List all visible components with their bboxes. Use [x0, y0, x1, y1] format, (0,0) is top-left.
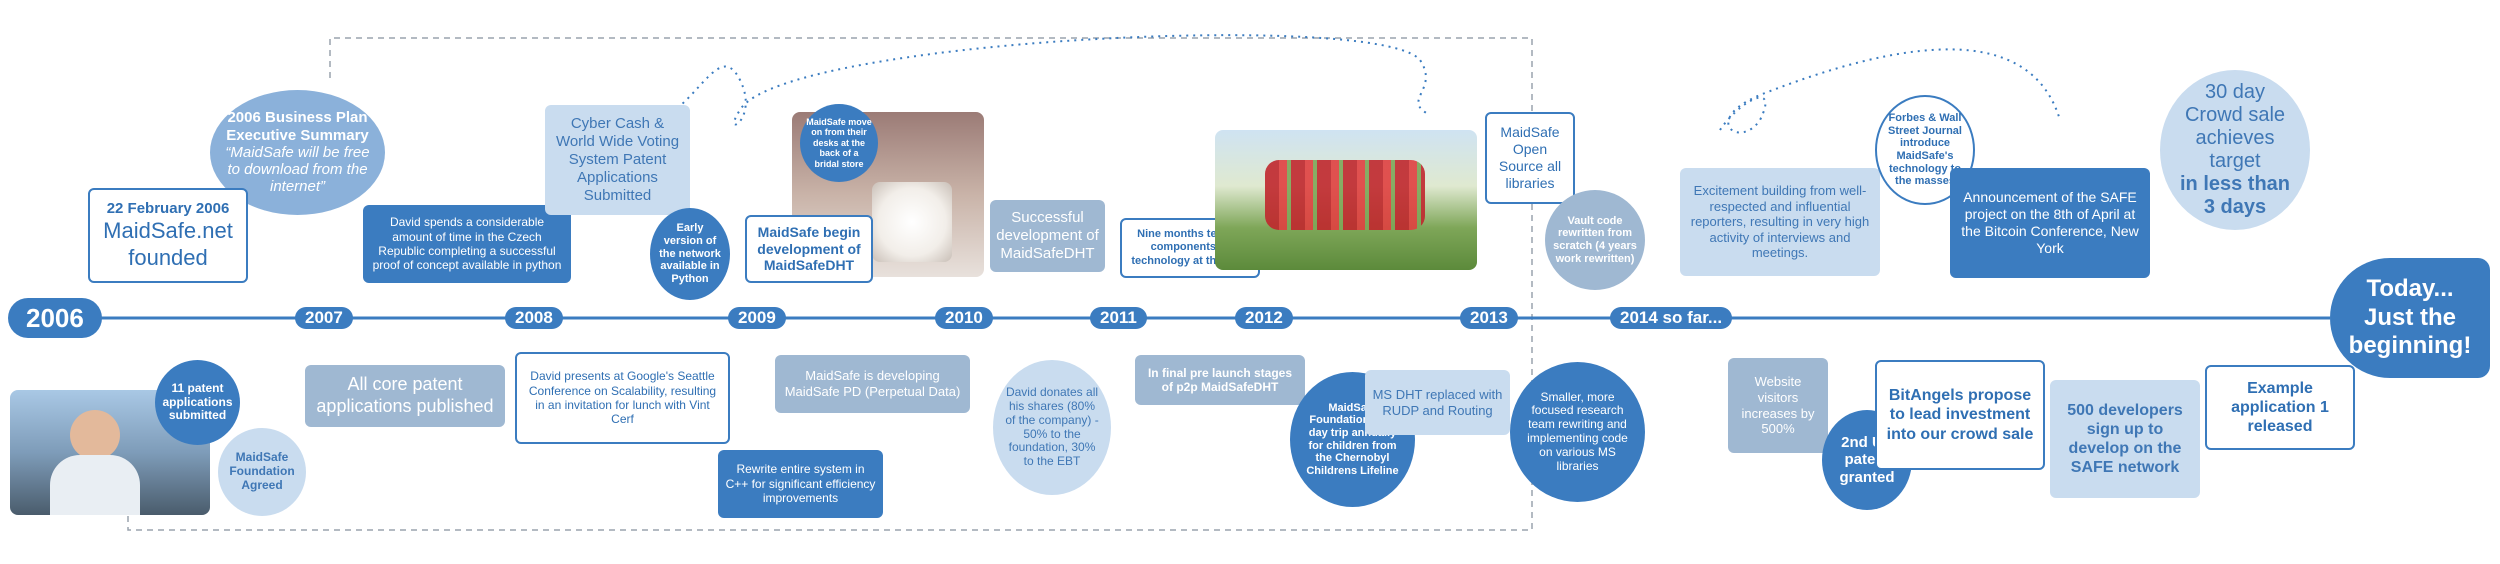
bitangels-box: BitAngels propose to lead investment int… — [1875, 360, 2045, 470]
year-2012: 2012 — [1235, 307, 1293, 329]
david-donates-bubble: David donates all his shares (80% of the… — [993, 360, 1111, 495]
business-plan-quote: “MaidSafe will be free to download from … — [225, 143, 370, 196]
dashed-bracket — [127, 37, 1533, 531]
rewrite-cpp-box: Rewrite entire system in C++ for signifi… — [718, 450, 883, 518]
team-photo — [1215, 130, 1477, 270]
example-app-box: Example application 1 released — [2205, 365, 2355, 450]
cyber-cash-box: Cyber Cash & World Wide Voting System Pa… — [545, 105, 690, 215]
business-plan-bubble: 2006 Business Plan Executive Summary “Ma… — [210, 90, 385, 215]
begin-dht-box: MaidSafe begin development of MaidSafeDH… — [745, 215, 873, 283]
year-2011: 2011 — [1090, 307, 1147, 329]
core-patent-box: All core patent applications published — [305, 365, 505, 427]
vault-code-bubble: Vault code rewritten from scratch (4 yea… — [1545, 190, 1645, 290]
early-version-bubble: Early version of the network available i… — [650, 208, 730, 300]
maidsafe-pd-box: MaidSafe is developing MaidSafe PD (Perp… — [775, 355, 970, 413]
today-line2: Just the beginning! — [2348, 303, 2472, 360]
david-poc-box: David spends a considerable amount of ti… — [363, 205, 571, 283]
google-conf-box: David presents at Google's Seattle Confe… — [515, 352, 730, 444]
announcement-box: Announcement of the SAFE project on the … — [1950, 168, 2150, 278]
founded-box: 22 February 2006 MaidSafe.net founded — [88, 188, 248, 283]
patents-bubble: 11 patent applications submitted — [155, 360, 240, 445]
business-plan-title: 2006 Business Plan Executive Summary — [226, 109, 369, 144]
year-2007: 2007 — [295, 307, 353, 329]
foundation-agreed-bubble: MaidSafe Foundation Agreed — [218, 428, 306, 516]
smaller-team-bubble: Smaller, more focused research team rewr… — [1510, 362, 1645, 502]
year-2008: 2008 — [505, 307, 563, 329]
crowdsale-line1: 30 day Crowd sale achieves target — [2184, 81, 2286, 172]
dotted-arc-2 — [1719, 48, 2061, 134]
today-arrow: Today... Just the beginning! — [2330, 258, 2490, 378]
year-2009: 2009 — [728, 307, 786, 329]
crowdsale-line2: in less than 3 days — [2179, 173, 2291, 218]
successful-dht-box: Successful development of MaidSafeDHT — [990, 200, 1105, 272]
excitement-box: Excitement building from well-respected … — [1680, 168, 1880, 276]
ms-dht-box: MS DHT replaced with RUDP and Routing — [1365, 370, 1510, 435]
bridal-store-caption: MaidSafe move on from their desks at the… — [800, 104, 878, 182]
year-2006: 2006 — [8, 298, 102, 338]
developers-box: 500 developers sign up to develop on the… — [2050, 380, 2200, 498]
year-2010: 2010 — [935, 307, 993, 329]
founded-date: 22 February 2006 — [106, 200, 230, 218]
year-2013: 2013 — [1460, 307, 1518, 329]
prelaunch-box: In final pre launch stages of p2p MaidSa… — [1135, 355, 1305, 405]
dotted-arc-1 — [659, 34, 1431, 126]
open-source-box: MaidSafe Open Source all libraries — [1485, 112, 1575, 204]
founded-text: MaidSafe.net founded — [103, 218, 233, 270]
crowdsale-bubble: 30 day Crowd sale achieves target in les… — [2160, 70, 2310, 230]
today-line1: Today... — [2366, 274, 2454, 302]
year-2014-so-far: 2014 so far... — [1610, 307, 1733, 329]
website-box: Website visitors increases by 500% — [1728, 358, 1828, 453]
